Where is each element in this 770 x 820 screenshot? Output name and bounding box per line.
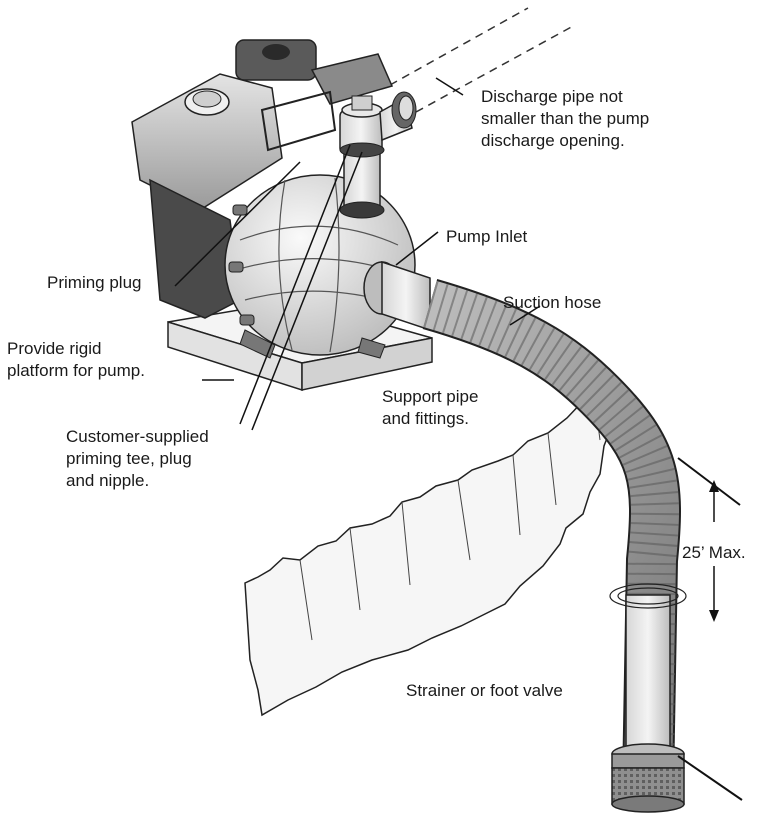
strainer — [611, 743, 685, 813]
priming-tee-label-line3: and nipple. — [66, 471, 150, 490]
priming-plug-label: Priming plug — [47, 273, 142, 292]
rigid-platform-label: Provide rigid platform for pump. — [7, 338, 145, 382]
pump-inlet-label: Pump Inlet — [446, 227, 528, 246]
lower-pipe — [609, 583, 687, 754]
discharge-pipe-label-line3: discharge opening. — [481, 131, 625, 150]
priming-tee-label: Customer-supplied priming tee, plug and … — [66, 426, 209, 492]
priming-tee — [339, 91, 417, 219]
discharge-pipe-label: Discharge pipe not smaller than the pump… — [481, 86, 649, 152]
engine — [131, 39, 394, 319]
rigid-platform-label-line1: Provide rigid — [7, 339, 102, 358]
priming-tee-label-line2: priming tee, plug — [66, 449, 192, 468]
support-pipe-label-line2: and fittings. — [382, 409, 469, 428]
lift-dimension — [677, 457, 743, 801]
pump-body — [224, 174, 416, 359]
leader-lines — [174, 77, 541, 431]
rigid-platform-label-line2: platform for pump. — [7, 361, 145, 380]
discharge-pipe-dashed — [389, 7, 576, 113]
water-surface — [244, 370, 615, 717]
discharge-pipe-label-line2: smaller than the pump — [481, 109, 650, 128]
support-pipe-label: Support pipe and fittings. — [382, 386, 478, 430]
pump-inlet-fitting — [363, 260, 431, 332]
strainer-label: Strainer or foot valve — [406, 681, 563, 700]
suction-hose-label: Suction hose — [503, 293, 602, 312]
suction-hose — [422, 279, 681, 786]
priming-tee-label-line1: Customer-supplied — [66, 427, 209, 446]
discharge-pipe-label-line1: Discharge pipe not — [481, 87, 623, 106]
max-lift-label: 25’ Max. — [682, 543, 746, 562]
support-pipe-label-line1: Support pipe — [382, 387, 479, 406]
